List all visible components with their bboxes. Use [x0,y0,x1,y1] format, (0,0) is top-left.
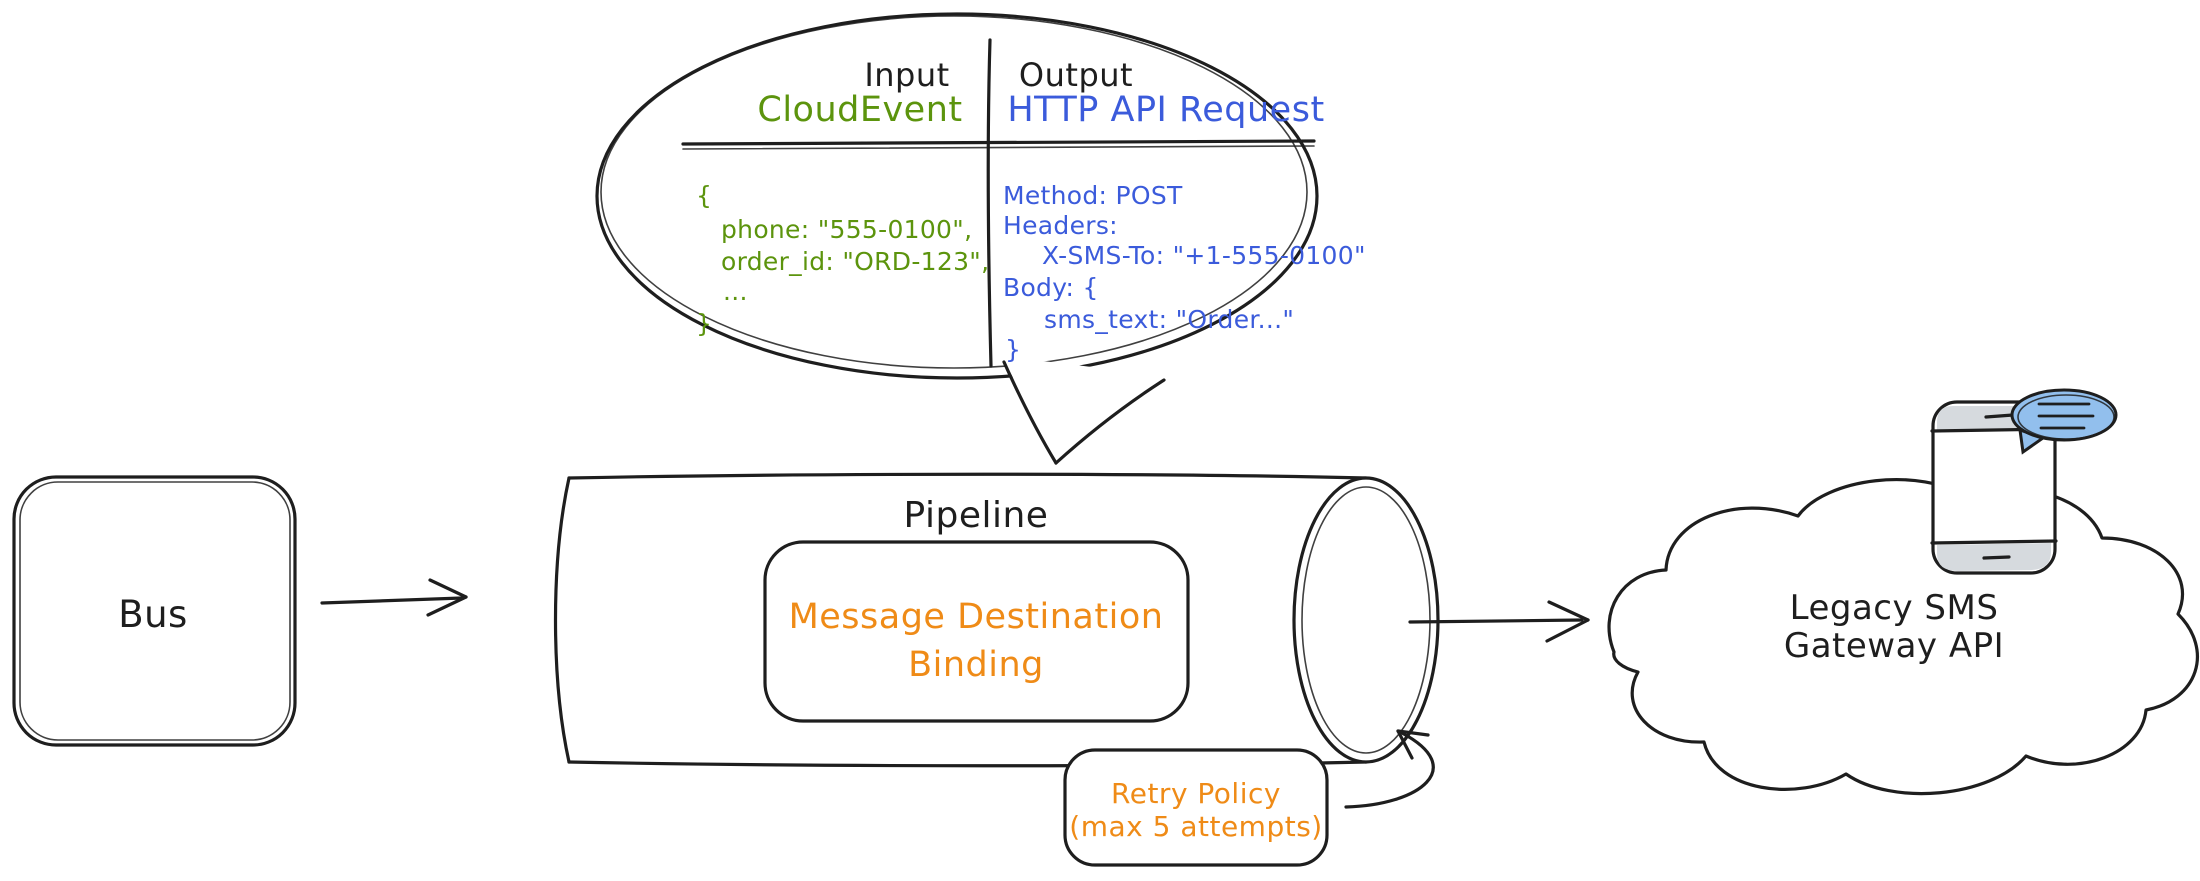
arrowhead-upper [1547,600,1590,622]
sms-bubble-icon [2010,388,2118,455]
code-line: Method: POST [1003,181,1183,210]
cloud-label-line2: Gateway API [1784,626,2004,666]
retry-loop-curve [1344,731,1435,809]
code-line: Headers: [1003,211,1118,240]
table-divider-vertical [986,38,993,368]
arrowhead-lower [426,595,468,617]
retry-loop-arrow [1344,729,1435,809]
sms-bubble-sketch-line [2017,394,2115,440]
binding-label-line1: Message Destination [789,597,1164,637]
code-line: sms_text: "Order..." [1044,305,1294,334]
pipeline-node: Pipeline Message Destination Binding [553,472,1440,768]
bus-node: Bus [12,475,297,747]
binding-node: Message Destination Binding [763,540,1190,723]
pipeline-cylinder-right-cap-sketch [1301,486,1431,754]
arrow-pipeline-to-cloud [1408,600,1590,643]
speech-bubble-tail [1002,356,1166,463]
input-column-header: Input [864,56,949,94]
code-line: phone: "555-0100", [721,215,972,244]
retry-policy-label-line2: (max 5 attempts) [1069,810,1322,843]
arrowhead-lower [1545,618,1590,643]
binding-label-line2: Binding [908,645,1044,685]
code-line: Body: { [1003,273,1099,302]
code-line: order_id: "ORD-123", [721,247,989,276]
speech-bubble-outline [595,12,1319,380]
pipeline-label: Pipeline [904,495,1049,536]
bus-box-sketch-line [19,481,291,741]
output-column-header: Output [1019,56,1133,94]
arrowhead-upper [428,578,468,599]
code-line: { [696,181,712,210]
sms-bubble-text-lines [2037,402,2095,430]
table-divider-horizontal [681,139,1316,146]
arrowhead-upper [1396,729,1430,737]
retry-policy-box [1063,748,1329,867]
phone-bottom-separator [1930,539,2058,545]
output-code-block: Method: POST Headers: X-SMS-To: "+1-555-… [1003,181,1366,364]
phone-home-dash [1982,555,2011,560]
speech-bubble-tail-left-stroke [1002,360,1058,465]
bus-box [12,475,297,747]
code-line: } [696,309,712,338]
code-line: X-SMS-To: "+1-555-0100" [1042,241,1366,270]
pipeline-cylinder-right-cap [1292,476,1440,764]
speech-bubble-tail-right-stroke [1054,378,1166,465]
speech-bubble: Input Output CloudEvent HTTP API Request… [595,12,1366,465]
phone-speaker-slit [1984,413,2015,419]
table-divider-horizontal-sketch [682,145,1315,150]
arrowhead-lower [1396,729,1414,760]
binding-box [763,540,1190,723]
cloud-label-line1: Legacy SMS [1790,588,1999,628]
legacy-sms-gateway-node: Legacy SMS Gateway API [1607,477,2199,796]
output-type-label: HTTP API Request [1007,90,1324,130]
pipeline-cylinder-left-cap [553,476,571,764]
retry-policy-node: Retry Policy (max 5 attempts) [1063,729,1435,867]
retry-policy-label-line1: Retry Policy [1111,777,1281,810]
input-type-label: CloudEvent [757,90,962,130]
input-code-block: { phone: "555-0100", order_id: "ORD-123"… [696,181,989,338]
arrow-shaft [320,596,464,605]
arrow-shaft [1408,618,1584,624]
arrow-bus-to-pipeline [320,578,468,617]
pipeline-cylinder-top-edge [567,472,1368,480]
code-line: } [1005,335,1021,364]
code-line: ... [723,277,748,306]
bus-label: Bus [118,593,188,636]
speech-bubble-sketch-line [600,15,1308,369]
